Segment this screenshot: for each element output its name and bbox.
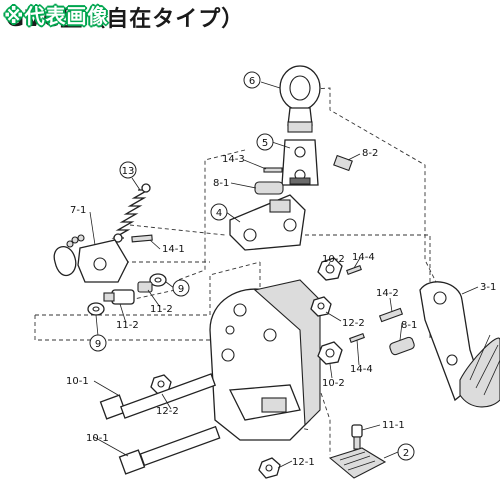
callout-2: 2: [403, 448, 409, 459]
title-text: GVC型（自在タイプ）: [6, 7, 245, 30]
callout-8-1-lower: 8-1: [401, 320, 417, 331]
leader-lines: [89, 81, 479, 469]
callout-14-4-upper: 14-4: [352, 252, 375, 263]
part-5-clevis: [281, 139, 319, 186]
callout-12-1: 12-1: [292, 457, 315, 468]
callout-11-2-left: 11-2: [116, 320, 139, 331]
part-8-1-pin-lower: [389, 336, 415, 356]
part-9-washer-upper: [149, 273, 167, 287]
part-14-1-pin: [131, 234, 153, 243]
part-9-washer-lower: [87, 302, 105, 316]
part-14-4-pin-upper: [346, 265, 362, 275]
part-11-1-bolt: [351, 424, 363, 450]
callout-14-3: 14-3: [222, 154, 245, 165]
part-14-2-pin: [378, 307, 404, 323]
callout-labels: 6 5 8-2 14-3 13 8-1 4 7-1 14-1 10-2 14-4…: [66, 71, 496, 468]
callout-11-1: 11-1: [382, 420, 405, 431]
part-12-1-nut: [258, 457, 281, 479]
part-3-1-cam-lever: [419, 281, 500, 408]
part-14-3-spring-pin: [263, 167, 283, 173]
callout-13: 13: [122, 166, 135, 177]
part-2-pad: [328, 447, 387, 479]
callout-10-1-upper: 10-1: [66, 376, 89, 387]
callout-8-2: 8-2: [362, 148, 378, 159]
diagram-title: GVC型（自在タイプ） ※代表画像: [0, 0, 500, 30]
part-13-spring: [111, 183, 151, 243]
part-14-4-pin-lower: [349, 333, 365, 343]
callout-12-2-upper: 12-2: [342, 318, 365, 329]
callout-8-1-upper: 8-1: [213, 178, 229, 189]
assembly-guide-lines: [34, 87, 441, 455]
part-11-2-bolt-upper: [137, 281, 153, 293]
callout-11-2-right: 11-2: [150, 304, 173, 315]
part-8-2-pin: [333, 154, 353, 172]
part-10-2-nut-upper: [317, 257, 343, 281]
callout-12-2-lower: 12-2: [156, 406, 179, 417]
callout-6: 6: [249, 76, 255, 87]
callout-10-1-lower: 10-1: [86, 433, 109, 444]
callout-5: 5: [262, 138, 268, 149]
callout-10-2-upper: 10-2: [322, 254, 345, 265]
part-12-2-nut-upper: [310, 296, 332, 317]
part-10-2-nut-lower: [317, 341, 343, 365]
callout-9-lower: 9: [95, 339, 101, 350]
callout-14-4-lower: 14-4: [350, 364, 373, 375]
part-10-1-bolt-lower: [118, 425, 221, 475]
part-6-shackle-eye: [279, 65, 321, 133]
callout-10-2-lower: 10-2: [322, 378, 345, 389]
part-4-link-plate: [229, 194, 306, 251]
callout-7-1: 7-1: [70, 205, 86, 216]
part-10-1-bolt-upper: [99, 373, 216, 420]
clamp-main-body: [209, 279, 321, 441]
part-8-1-pin-upper: [254, 181, 284, 195]
callout-14-1: 14-1: [162, 244, 185, 255]
callout-9-upper: 9: [178, 284, 184, 295]
representative-image-badge: ※代表画像: [4, 4, 109, 28]
callout-14-2: 14-2: [376, 288, 399, 299]
part-7-1-handle-chain: [53, 234, 129, 283]
callout-4: 4: [216, 208, 222, 219]
callout-3-1: 3-1: [480, 282, 496, 293]
part-11-2-bolt-lower: [103, 289, 135, 305]
